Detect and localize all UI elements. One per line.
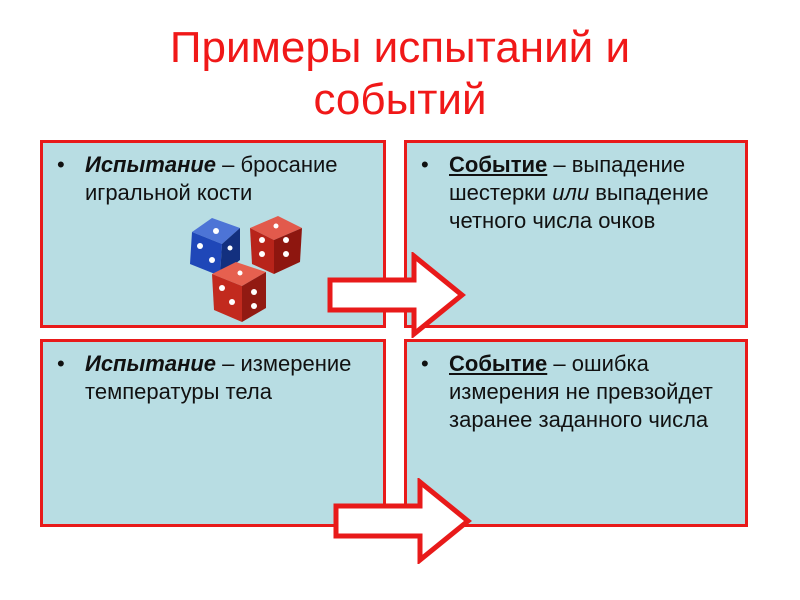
dice-icon [190, 216, 302, 322]
list-item: • Испытание – бросание игральной кости [57, 151, 373, 207]
description-text: измерение температуры тела [85, 351, 352, 404]
event-box-error: • Событие – ошибка измерения не превзойд… [404, 339, 748, 527]
right-arrow-icon [333, 478, 472, 564]
term-label: Событие [449, 152, 548, 177]
red-die-right [250, 216, 302, 274]
bullet: • [57, 152, 65, 177]
bullet: • [421, 152, 429, 177]
description-emphasis: или [552, 180, 590, 205]
term-separator: – [547, 351, 572, 376]
bullet: • [421, 351, 429, 376]
blue-die [190, 218, 240, 276]
term-label: Испытание [85, 152, 217, 177]
trial-box-temperature: • Испытание – измерение температуры тела [40, 339, 386, 527]
bullet: • [57, 351, 65, 376]
page-title-line-2: событий [313, 75, 487, 124]
page-title-line-1: Примеры испытаний и [169, 23, 631, 72]
term-separator: – [216, 351, 241, 376]
trial-box-dice: • Испытание – бросание игральной кости [40, 140, 386, 328]
term-separator: – [216, 152, 241, 177]
term-label: Испытание [85, 351, 217, 376]
list-item: • Событие – ошибка измерения не превзойд… [421, 350, 735, 434]
term-label: Событие [449, 351, 548, 376]
page-title: Примеры испытаний и событий [0, 22, 800, 126]
list-item: • Испытание – измерение температуры тела [57, 350, 373, 406]
description-text: выпадение четного числа очков [449, 180, 709, 233]
term-separator: – [547, 152, 572, 177]
red-die-bottom [212, 262, 266, 322]
list-item: • Событие – выпадение шестерки или выпад… [421, 151, 735, 235]
description-text: ошибка измерения не превзойдет заранее з… [449, 351, 713, 432]
description-text: бросание игральной кости [85, 152, 338, 205]
right-arrow-icon [327, 252, 466, 338]
description-text: выпадение шестерки [449, 152, 686, 205]
